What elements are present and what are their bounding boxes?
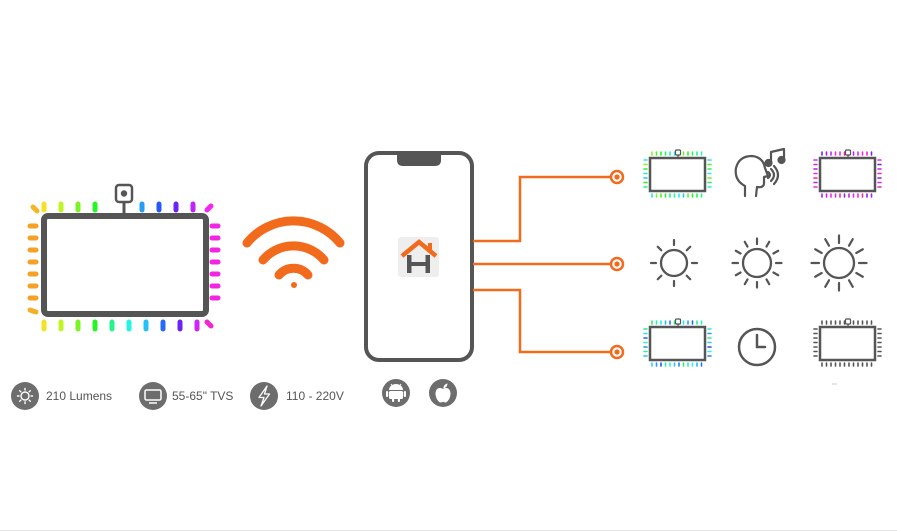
tv-screen — [41, 213, 209, 317]
sun-ray — [656, 274, 663, 281]
tv-with-light-strip — [27, 183, 221, 332]
led-strip — [27, 201, 221, 332]
sun-ray — [685, 245, 692, 252]
apple-icon — [435, 383, 451, 403]
led-segment — [27, 307, 39, 315]
spec-voltage: 110 - 220V — [250, 382, 344, 410]
mini-tv-cyan-icon — [643, 318, 712, 367]
connector-bottom — [473, 288, 612, 354]
sun-ray — [743, 240, 749, 248]
phone-notch — [397, 155, 441, 166]
home-app-icon[interactable] — [398, 237, 439, 277]
sun-core — [741, 247, 773, 279]
sun-ray — [772, 249, 780, 255]
sun-icon — [649, 238, 699, 288]
platform-android — [382, 379, 410, 407]
sun-ray — [814, 248, 823, 255]
platform-apple — [429, 379, 457, 407]
mini-tv-purple-icon — [813, 149, 882, 198]
sun-ray — [847, 238, 854, 247]
brightness-icon — [16, 387, 34, 405]
sun-core — [659, 248, 689, 278]
sun-ray — [824, 238, 831, 247]
mini-tv-gray-icon — [813, 318, 882, 367]
connector-node-top — [609, 169, 625, 185]
sun-ray — [824, 279, 831, 288]
sun-icon — [810, 234, 868, 292]
mini-tv-rainbow-icon — [643, 149, 712, 198]
spec-tv-size-label: 55-65" TVS — [172, 389, 233, 403]
clock-icon — [737, 327, 777, 367]
sun-ray — [743, 278, 749, 286]
sun-ray — [734, 271, 742, 277]
connector-nodes — [609, 169, 625, 360]
spec-voltage-label: 110 - 220V — [286, 389, 344, 403]
sun-core — [822, 246, 856, 280]
led-segment — [204, 203, 214, 213]
android-icon — [386, 383, 406, 402]
connector-top — [473, 175, 612, 243]
connector-node-middle — [609, 256, 625, 272]
sun-ray — [855, 248, 864, 255]
tv-icon — [144, 389, 162, 404]
sun-ray — [765, 240, 771, 248]
sun-ray — [855, 271, 864, 278]
spec-lumens-label: 210 Lumens — [46, 389, 112, 403]
led-segment — [30, 204, 40, 214]
voice-music-icon — [734, 147, 786, 198]
sun-ray — [656, 245, 663, 252]
sun-ray — [847, 279, 854, 288]
sun-ray — [814, 271, 823, 278]
lightning-icon — [258, 385, 271, 407]
wifi-icon — [242, 216, 345, 288]
sun-ray — [734, 249, 742, 255]
spec-tv-size: 55-65" TVS — [139, 382, 233, 410]
connector-lines — [473, 175, 612, 354]
smartphone — [364, 151, 474, 362]
camera-icon — [114, 183, 134, 204]
sun-ray — [765, 278, 771, 286]
sun-ray — [772, 271, 780, 277]
led-segment — [204, 319, 214, 329]
spec-lumens: 210 Lumens — [11, 382, 112, 410]
sun-icon — [731, 237, 783, 289]
connector-node-bottom — [609, 344, 625, 360]
sun-ray — [685, 274, 692, 281]
